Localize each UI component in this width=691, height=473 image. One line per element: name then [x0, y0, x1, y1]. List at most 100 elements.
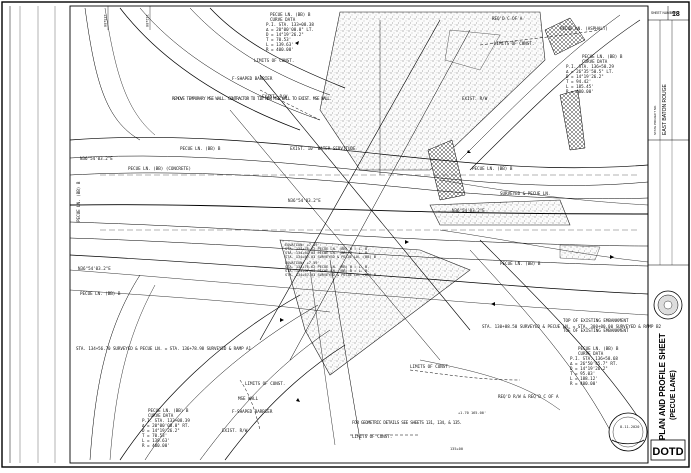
top-embankment-label: TOP OF EXISTING EMBANKMENT	[563, 318, 629, 323]
svg-text:STA. 134+76.62 PECUE LN. (BB): STA. 134+76.62 PECUE LN. (BB) B = L. B.	[285, 247, 369, 251]
svg-text:Δ = 20°00'00.0" RT.: Δ = 20°00'00.0" RT.	[142, 423, 190, 428]
limits-label: LIMITS OF CONST.	[245, 381, 285, 386]
right-top-curve-data: PECUE LN. (BB) B CURVE DATA P.I. STA. 13…	[566, 54, 623, 94]
pecue-lane-lines	[69, 136, 649, 316]
sheet-title: PLAN AND PROFILE SHEET	[658, 333, 667, 440]
limits-label: LIMITS OF CONST.	[410, 364, 450, 369]
svg-text:P.I. STA. 133+08.39: P.I. STA. 133+08.39	[142, 418, 190, 423]
svg-text:EQUATION: +7.59': EQUATION: +7.59'	[285, 243, 320, 247]
station-marks: 133+00 132+00 135+00	[103, 6, 463, 451]
barrier-label: F-SHAPED BARRIER	[232, 76, 273, 81]
crosshatch-areas	[427, 17, 586, 201]
bearing-label: N36°54'03.2"E	[452, 208, 485, 213]
svg-text:P.I. STA. 136+58.68: P.I. STA. 136+58.68	[570, 356, 618, 361]
req-rw-label: REQ'D R/W & REQ'D C OF A	[498, 394, 559, 399]
exist-rw-label: EXIST. R/W	[262, 94, 288, 99]
curve-heading: CURVE DATA	[270, 17, 296, 22]
stippled-islands	[279, 11, 601, 376]
barrier-label: F-SHAPED BARRIER	[232, 409, 273, 414]
svg-text:PECUE LN. (BB) B: PECUE LN. (BB) B	[578, 346, 619, 351]
limits-label: LIMITS OF CONST.	[254, 58, 294, 63]
svg-text:EQUATION: +7.59': EQUATION: +7.59'	[285, 261, 320, 265]
left-ramp-curves	[84, 7, 346, 461]
toe-embankment-label: TOE OF EXISTING EMBANKMENT	[563, 328, 629, 333]
pecue-side-label: PECUE LN. (BB) B	[76, 181, 81, 222]
exist-rw-label: EXIST. R/W	[222, 428, 248, 433]
curve-delta: Δ = 20°00'00.0" LT.	[266, 27, 314, 32]
station-label: 133+00	[103, 14, 107, 27]
geometric-details-label: FOR GEOMETRIC DETAILS SEE SHEETS 131, 13…	[352, 420, 462, 425]
elev-label: +1.70 165.00'	[458, 411, 486, 415]
svg-text:T = 95.03': T = 95.03'	[570, 371, 595, 376]
svg-text:PECUE LN. (BB) B: PECUE LN. (BB) B	[148, 408, 189, 413]
svg-text:Δ = 26°50'45.7" RT.: Δ = 26°50'45.7" RT.	[570, 361, 618, 366]
curve-title: PECUE LN. (BB) B	[270, 12, 311, 17]
svg-text:D = 14°19'26.2": D = 14°19'26.2"	[566, 74, 604, 79]
svg-text:STA. 134+76.62 PECUE LN. (BB): STA. 134+76.62 PECUE LN. (BB) B = L. B.	[285, 265, 369, 269]
bearing-label: N36°54'03.2"E	[80, 156, 113, 161]
svg-text:T = 94.42': T = 94.42'	[566, 79, 591, 84]
svg-text:D = 14°19'26.2": D = 14°19'26.2"	[142, 428, 180, 433]
svg-text:STA. 134+67.03 SURVEYED & PECU: STA. 134+67.03 SURVEYED & PECUE LN. (BB)…	[285, 255, 376, 259]
svg-text:STA. 134+67.03 SURVEYED & PECU: STA. 134+67.03 SURVEYED & PECUE LN. (BB)…	[285, 273, 376, 277]
curve-pi: P.I. STA. 133+08.38	[266, 22, 314, 27]
sta-ramp-label: STA. 134+56.70 SURVEYED & PECUE LN. = ST…	[76, 346, 251, 351]
limits-label: LIMITS OF CONST.	[352, 434, 392, 439]
svg-text:Δ = 26°35'50.5" LT.: Δ = 26°35'50.5" LT.	[566, 69, 614, 74]
bearing-label: N36°54'03.2"E	[288, 198, 321, 203]
left-margin-strip	[9, 6, 56, 463]
right-ramp-curves	[419, 14, 641, 441]
water-servitude-label: EXIST. 10' WATER SERVITUDE	[290, 146, 356, 151]
req-c-of-a-label: REQ'D C OF A	[492, 16, 523, 21]
curve-t: T = 70.53'	[266, 37, 291, 42]
svg-text:P.I. STA. 136+58.29: P.I. STA. 136+58.29	[566, 64, 614, 69]
sheet-number: 18	[672, 11, 680, 18]
pecue-label: PECUE LN. (BB) B	[472, 166, 513, 171]
engineer-seal-icon	[608, 412, 648, 452]
curve-l: L = 139.63'	[266, 42, 294, 47]
station-label: 135+00	[450, 447, 463, 451]
dotd-logo-text: DOTD	[652, 446, 683, 458]
surveyed-label: SURVEYED & PECUE LN.	[500, 191, 550, 196]
seal-date: 8-11-2020	[620, 425, 639, 429]
right-bottom-curve-data: PECUE LN. (BB) B CURVE DATA P.I. STA. 13…	[570, 346, 619, 386]
engineer-stamp: 8-11-2020	[608, 412, 648, 452]
curve-r: R = 400.00'	[266, 47, 294, 52]
svg-text:L = 185.45': L = 185.45'	[566, 84, 594, 89]
svg-text:CURVE DATA: CURVE DATA	[148, 413, 174, 418]
equation-block: EQUATION: +7.59' STA. 134+76.62 PECUE LN…	[285, 243, 376, 277]
traffic-arrows	[280, 41, 614, 402]
title-block: SHEET NUMBER 18 EAST BATON ROUGE STATE P…	[648, 6, 689, 440]
svg-text:R = 400.00': R = 400.00'	[566, 89, 594, 94]
pecue-concrete-label: PECUE LN. (BB) (CONCRETE)	[128, 166, 191, 171]
station-label: 132+00	[145, 14, 149, 27]
asphalt-label: PECUE LN. (ASPHALT)	[560, 26, 608, 31]
svg-text:CURVE DATA: CURVE DATA	[582, 59, 608, 64]
diagonal-alignments	[100, 19, 640, 446]
svg-text:L = 188.12': L = 188.12'	[570, 376, 598, 381]
svg-text:CURVE DATA: CURVE DATA	[578, 351, 604, 356]
svg-text:STA. 134+67.03 PECUE LN. (BB): STA. 134+67.03 PECUE LN. (BB) B = L. B.	[285, 269, 369, 273]
sta-ramp-label: STA. 130+88.50 SURVEYED & PECUE LN. = ST…	[482, 324, 661, 329]
exist-rw-label: EXIST. R/W	[462, 96, 488, 101]
sheet-subtitle: (PECUE LANE)	[670, 370, 677, 420]
top-curve-data: PECUE LN. (BB) B CURVE DATA P.I. STA. 13…	[266, 12, 314, 52]
svg-text:T = 70.53': T = 70.53'	[142, 433, 167, 438]
project-name: EAST BATON ROUGE	[662, 83, 668, 135]
sheet-number-label: SHEET NUMBER	[651, 11, 677, 15]
limits-label: LIMITS OF CONST.	[494, 41, 534, 46]
mse-wall-label: MSE WALL	[238, 396, 259, 401]
bottom-left-curve-data: PECUE LN. (BB) B CURVE DATA P.I. STA. 13…	[142, 408, 190, 448]
dotd-logo: DOTD	[650, 439, 686, 461]
svg-text:D = 14°19'26.2": D = 14°19'26.2"	[570, 366, 608, 371]
svg-text:R = 400.00': R = 400.00'	[142, 443, 170, 448]
bearing-label: N36°54'03.2"E	[78, 266, 111, 271]
curve-d: D = 14°19'26.2"	[266, 32, 304, 37]
limits-of-construction	[239, 29, 601, 436]
remove-wall-label: REMOVE TEMPORARY MSE WALL. CONTRACTOR TO…	[172, 96, 332, 101]
misc-labels: REQ'D C OF A LIMITS OF CONST. EXIST. R/W…	[76, 16, 661, 439]
svg-text:L = 139.63': L = 139.63'	[142, 438, 170, 443]
